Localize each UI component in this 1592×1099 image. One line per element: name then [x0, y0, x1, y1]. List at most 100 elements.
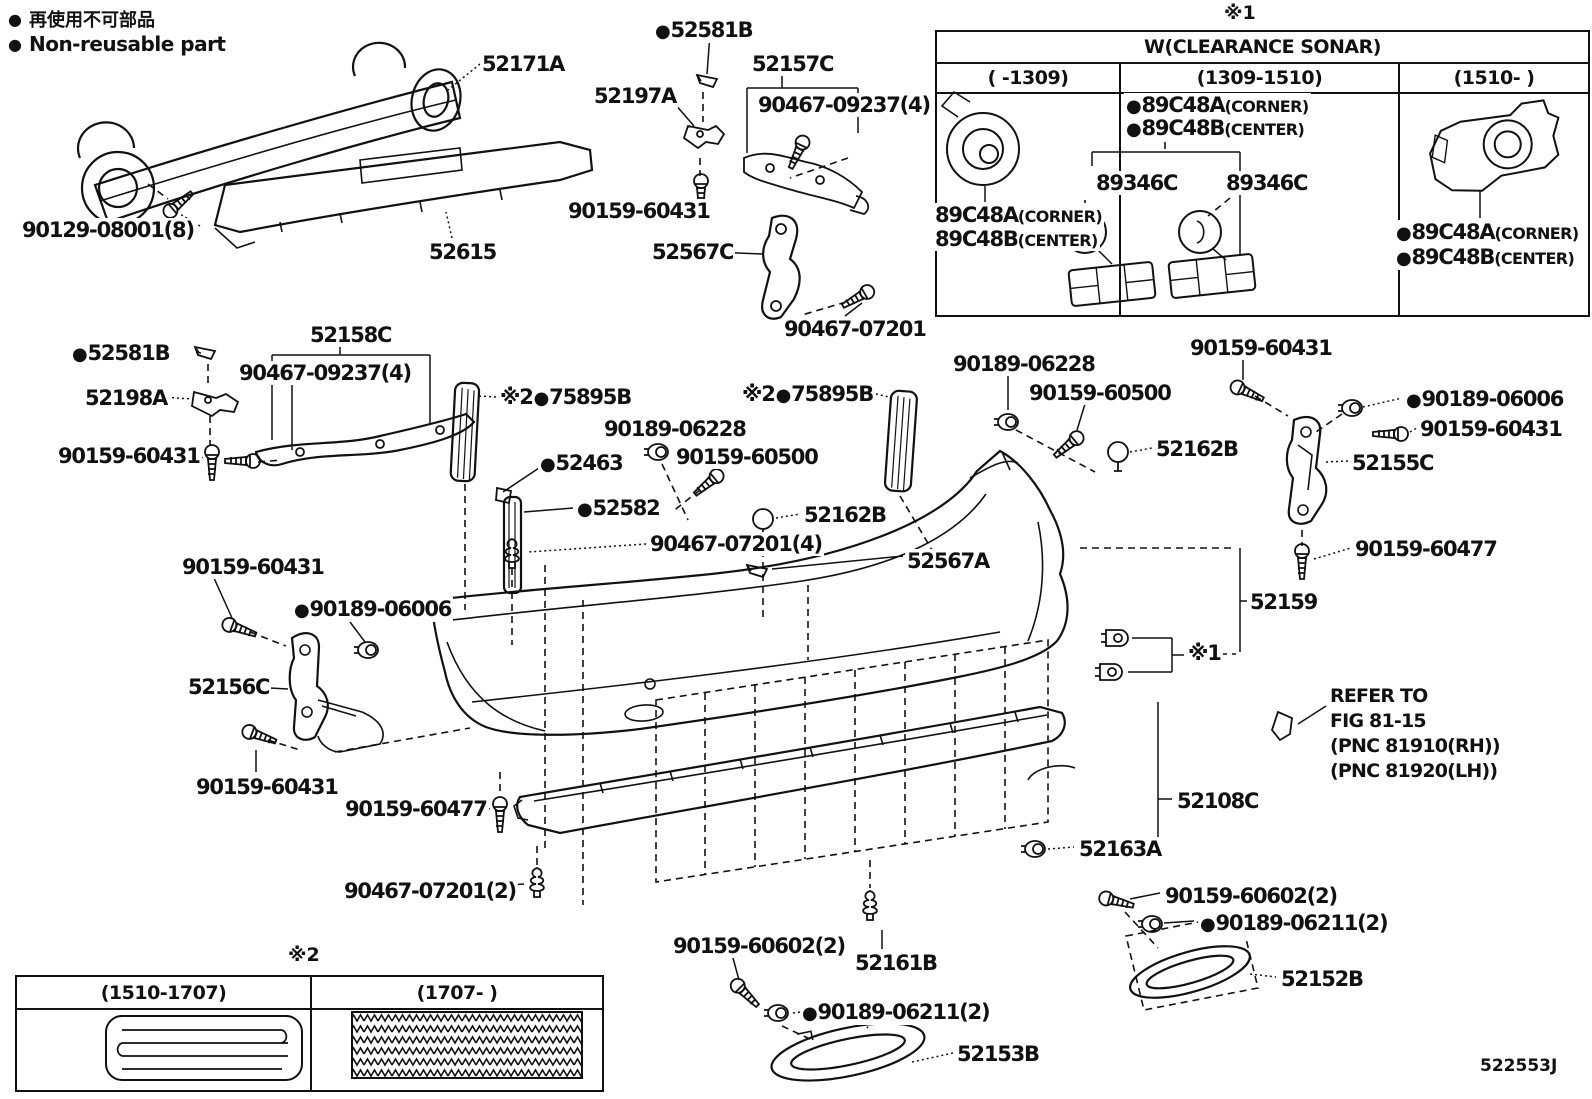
part-number-text: 90189-06006	[1421, 387, 1565, 411]
part-label-90159-60431-f: 90159-60431	[194, 775, 340, 800]
part-number-text: 90159-60431	[58, 444, 201, 468]
part-label-90467-07201-4: 90467-07201(4)	[648, 532, 824, 557]
part-number-text: 89C48B	[1141, 116, 1226, 140]
part-label-90467-07201-a: 90467-07201	[782, 317, 928, 342]
part-label-90159-60477-left: 90159-60477	[343, 797, 489, 822]
upper-side-brackets-art	[682, 74, 878, 320]
part-number-text: ※1	[1188, 641, 1222, 665]
part-label-52581B-top: ●52581B	[653, 18, 755, 43]
part-number-text: 90159-60477	[1355, 537, 1498, 561]
legend: ● 再使用不可部品 ● Non-reusable part	[8, 6, 226, 57]
part-number-text: 90159-60602(2)	[1165, 884, 1338, 908]
part-number-text: 52156C	[188, 675, 270, 699]
dotted-leaders	[161, 63, 1418, 1063]
part-label-90189-06006-right: ●90189-06006	[1404, 387, 1566, 412]
part-number-text: 90189-06006	[309, 597, 453, 621]
part-label-90159-60431-c: 90159-60431	[1188, 336, 1334, 361]
sonar-table-title: W(CLEARANCE SONAR)	[937, 32, 1588, 64]
part-label-90159-60500-left: 90159-60500	[674, 445, 820, 470]
part-number-text: 89C48A	[935, 203, 1019, 227]
part-label-52153B: 52153B	[955, 1042, 1041, 1067]
part-number-text: 90467-07201(2)	[344, 879, 517, 903]
part-number-text: 90159-60431	[1190, 336, 1333, 360]
part-number-text: 52615	[429, 240, 497, 264]
left-side-brackets-art	[191, 346, 476, 481]
non-reusable-bullet-icon: ●	[533, 388, 550, 409]
part-number-text: 90159-60602(2)	[673, 934, 846, 958]
part-position-text: (CORNER)	[1224, 97, 1309, 116]
sonar-col2-cell	[1119, 94, 1400, 315]
non-reusable-bullet-icon: ●	[802, 1003, 818, 1024]
non-reusable-bullet-icon: ●	[8, 34, 22, 54]
part-label-89C48B-col3: ●89C48B(CENTER)	[1394, 245, 1577, 270]
part-label-90159-60431-b: 90159-60431	[56, 444, 202, 469]
part-number-text: 75895B	[549, 385, 632, 409]
variant-col2-header: (1707- )	[416, 981, 498, 1004]
part-number-text: 90159-60431	[196, 775, 339, 799]
part-number-text: 52162B	[1156, 437, 1239, 461]
part-label-75895B-right: ※2●75895B	[740, 382, 876, 407]
sonar-table-art	[940, 90, 1560, 307]
part-label-89C48A-col1: 89C48A(CORNER)	[933, 203, 1105, 228]
part-number-text: 52108C	[1177, 789, 1259, 813]
variant-table-art	[105, 1011, 583, 1081]
non-reusable-bullet-icon: ●	[1396, 223, 1412, 244]
drawing-code: 522553J	[1480, 1056, 1558, 1076]
non-reusable-bullet-icon: ●	[1396, 248, 1412, 269]
non-reusable-bullet-icon: ●	[540, 454, 556, 475]
energy-absorber-art	[213, 140, 594, 249]
part-label-90159-60602-left: 90159-60602(2)	[671, 934, 847, 959]
part-number-text: 52157C	[752, 52, 834, 76]
part-number-text: 52582	[592, 496, 661, 520]
variant-table: (1510-1707) (1707- )	[15, 975, 604, 1092]
variant-col2-cell	[312, 1010, 602, 1090]
part-number-text: 90159-60500	[676, 445, 819, 469]
part-label-90159-60431-a: 90159-60431	[566, 199, 712, 224]
part-label-52162B-left: 52162B	[802, 503, 888, 528]
part-label-52615: 52615	[427, 240, 499, 265]
part-label-52581B-left: ●52581B	[70, 341, 172, 366]
part-label-52463: ●52463	[538, 451, 625, 476]
part-number-text: 89C48A	[1141, 93, 1226, 117]
non-reusable-bullet-icon: ●	[775, 385, 792, 406]
bumper-cover-art	[430, 449, 1069, 736]
part-position-text: (CENTER)	[1224, 120, 1305, 139]
part-label-90159-60431-d: 90159-60431	[1418, 417, 1564, 442]
part-label-89346C-1: 89346C	[1094, 171, 1180, 196]
part-position-text: (CENTER)	[1494, 249, 1575, 268]
part-number-text: 90189-06211(2)	[817, 1000, 991, 1024]
part-label-52158C: 52158C	[308, 323, 394, 348]
part-number-text: 89346C	[1096, 171, 1178, 195]
part-label-52163A: 52163A	[1077, 837, 1164, 862]
part-number-text: 90467-09237(4)	[758, 93, 931, 117]
part-number-text: 75895B	[791, 382, 874, 406]
part-label-90159-60602-right: 90159-60602(2)	[1163, 884, 1339, 909]
part-number-text: 52567C	[652, 240, 734, 264]
part-number-text: 52152B	[1281, 967, 1364, 991]
part-label-52155C: 52155C	[1350, 451, 1436, 476]
part-number-text: 90159-60431	[182, 555, 325, 579]
part-number-text: 90159-60431	[1420, 417, 1563, 441]
part-number-text: 90189-06211(2)	[1215, 911, 1389, 935]
legend-english: Non-reusable part	[28, 32, 226, 56]
non-reusable-bullet-icon: ●	[1406, 390, 1422, 411]
part-number-text: 90159-60477	[345, 797, 488, 821]
part-number-text: 90467-07201	[784, 317, 927, 341]
part-number-text: 90189-06228	[604, 417, 747, 441]
non-reusable-bullet-icon: ●	[8, 9, 22, 29]
part-number-text: 52581B	[670, 18, 754, 42]
part-number-text: 90189-06228	[953, 352, 1096, 376]
part-number-text: 52158C	[310, 323, 392, 347]
variant-col1-header: (1510-1707)	[17, 977, 312, 1008]
part-number-text: 89C48B	[935, 227, 1019, 251]
part-label-90129-08001: 90129-08001(8)	[20, 218, 196, 243]
non-reusable-bullet-icon: ●	[1126, 96, 1142, 117]
part-number-text: 90467-07201(4)	[650, 532, 823, 556]
part-label-90467-07201-2: 90467-07201(2)	[342, 879, 518, 904]
part-label-52159: 52159	[1248, 590, 1320, 615]
sonar-col3-cell	[1400, 94, 1588, 315]
sonar-col1-header: ( -1309)	[987, 67, 1069, 89]
part-label-89346C-2: 89346C	[1224, 171, 1310, 196]
sonar-col3-header: (1510- )	[1453, 67, 1535, 89]
